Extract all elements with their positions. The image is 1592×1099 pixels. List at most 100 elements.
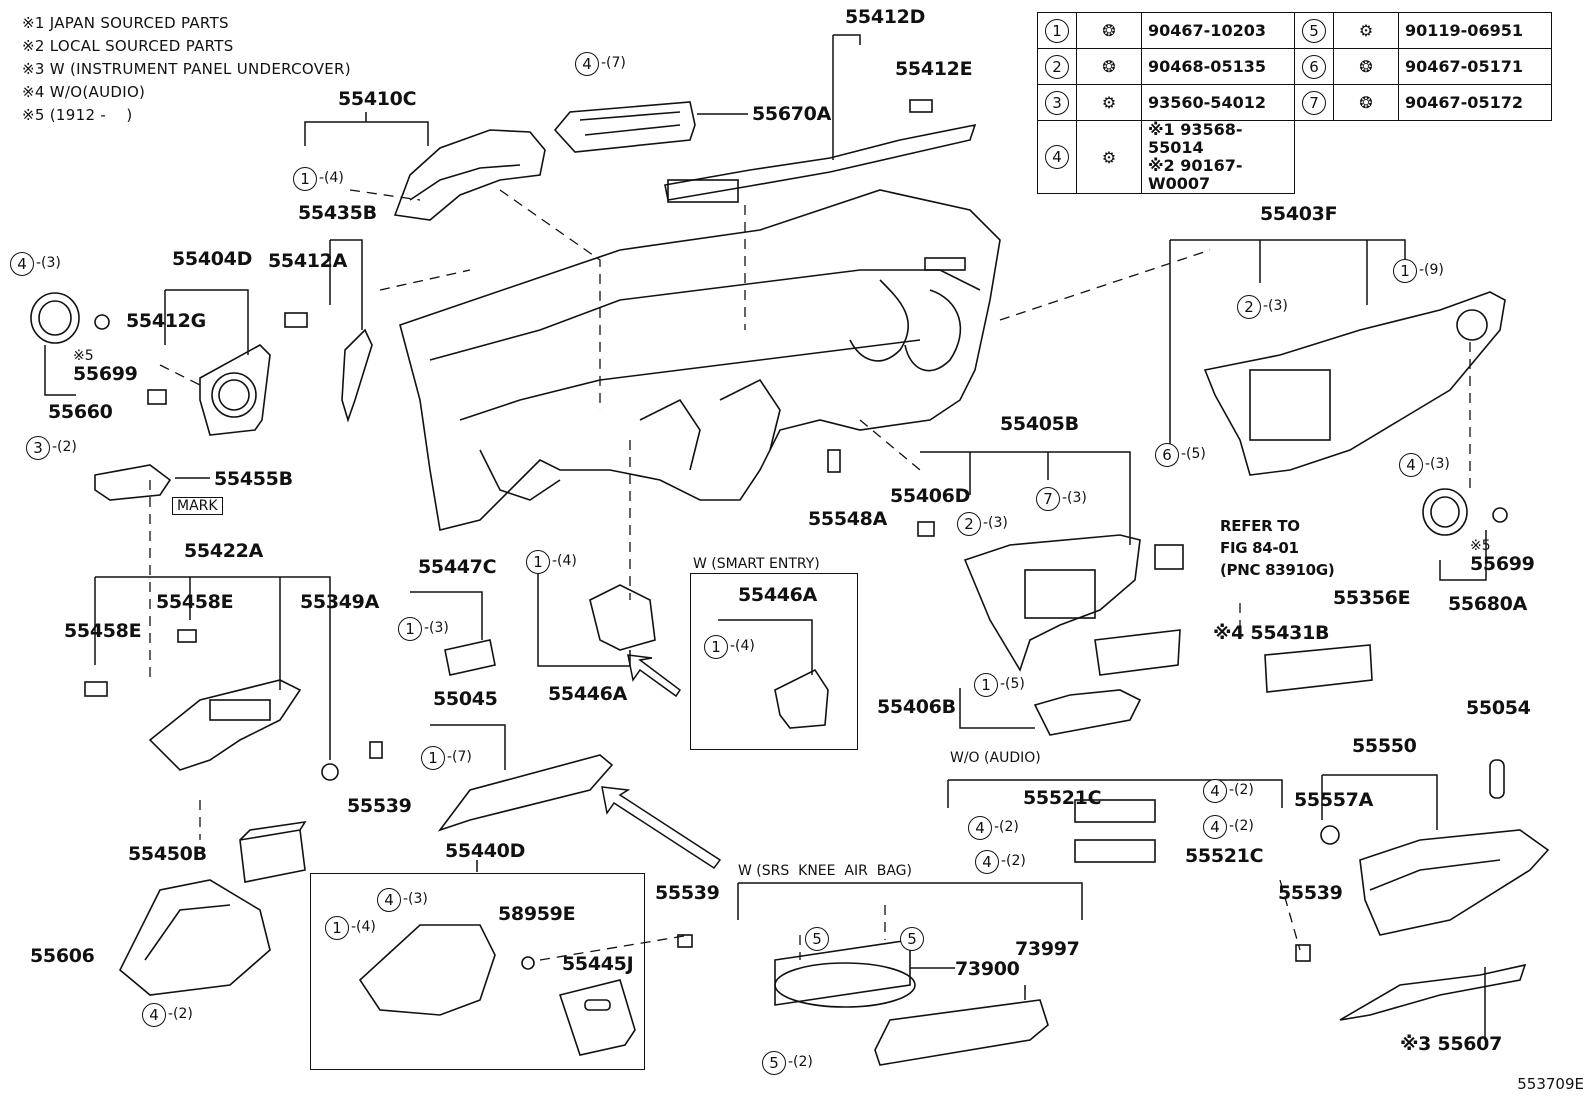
fastener-qty: -(3) — [983, 515, 1008, 531]
fastener-qty: -(2) — [994, 819, 1019, 835]
footnote-3: ※3 W (INSTRUMENT PANEL UNDERCOVER) — [22, 60, 351, 78]
part-label: 55550 — [1352, 735, 1417, 757]
callout-number: 6 — [1302, 54, 1326, 79]
part-label: 55606 — [30, 945, 95, 967]
fastener-qty: -(2) — [52, 439, 77, 455]
callout-number: 7 — [1302, 90, 1326, 115]
part-label: 58959E — [498, 903, 576, 925]
part-label: 55356E — [1333, 587, 1411, 609]
part-label: 55521C — [1185, 845, 1264, 867]
footnote-2: ※2 LOCAL SOURCED PARTS — [22, 37, 234, 55]
part-label: 55699 — [73, 363, 138, 385]
glovebox-subassembly-frame — [310, 873, 645, 1070]
fastener-callout: 1 — [704, 635, 728, 659]
part-label: 55412A — [268, 250, 348, 272]
fastener-callout: 1 — [974, 673, 998, 697]
legend-row: 2 ❂ 90468-05135 6 ❂ 90467-05171 — [1037, 48, 1552, 85]
callout-number: 3 — [1045, 90, 1069, 115]
part-label: 55404D — [172, 248, 253, 270]
clip-icon: ❂ — [1333, 84, 1399, 121]
fastener-qty: -(2) — [788, 1054, 813, 1070]
fastener-callout: 3 — [26, 436, 50, 460]
fastener-callout: 4 — [1203, 779, 1227, 803]
fastener-qty: -(2) — [1229, 818, 1254, 834]
fastener-callout: 1 — [421, 746, 445, 770]
footnote-5: ※5 (1912 - ) — [22, 106, 133, 124]
part-number: 90467-05172 — [1398, 84, 1552, 121]
fastener-qty: -(3) — [1062, 490, 1087, 506]
fastener-qty: -(5) — [1000, 676, 1025, 692]
part-label: 55349A — [300, 591, 380, 613]
variant-caption: W/O (AUDIO) — [950, 750, 1041, 766]
part-label: 55405B — [1000, 413, 1079, 435]
part-label: 55539 — [655, 882, 720, 904]
part-label: 55422A — [184, 540, 264, 562]
part-label: 55660 — [48, 401, 113, 423]
fastener-callout: 4 — [975, 850, 999, 874]
fastener-callout: 4 — [968, 816, 992, 840]
part-label: 55539 — [347, 795, 412, 817]
part-number: 90468-05135 — [1141, 48, 1295, 85]
callout-number: 5 — [1302, 18, 1326, 43]
fastener-qty: -(2) — [168, 1006, 193, 1022]
fastener-qty: -(4) — [730, 638, 755, 654]
fastener-qty: -(2) — [1001, 853, 1026, 869]
fastener-callout: 4 — [1399, 453, 1423, 477]
part-label: 55412G — [126, 310, 206, 332]
part-label: 55412D — [845, 6, 926, 28]
fastener-qty: -(5) — [1181, 446, 1206, 462]
fastener-callout: 1 — [398, 617, 422, 641]
footnote-marker: ※5 — [73, 348, 94, 364]
reference-note: REFER TO — [1220, 517, 1300, 535]
legend-row: 3 ⚙ 93560-54012 7 ❂ 90467-05172 — [1037, 84, 1552, 121]
reference-note: (PNC 83910G) — [1220, 561, 1335, 579]
fastener-qty: -(3) — [1425, 456, 1450, 472]
variant-caption: W (SRS KNEE AIR BAG) — [738, 863, 912, 879]
footnote-marker: ※5 — [1470, 538, 1491, 554]
fastener-callout: 1 — [1393, 259, 1417, 283]
part-label: 55450B — [128, 843, 207, 865]
fastener-qty: -(4) — [319, 170, 344, 186]
fastener-callout: 5 — [762, 1051, 786, 1075]
legend-row: 1 ❂ 90467-10203 5 ⚙ 90119-06951 — [1037, 12, 1552, 49]
fastener-callout: 1 — [325, 916, 349, 940]
screw-icon: ⚙ — [1076, 120, 1142, 194]
fastener-qty: -(7) — [447, 749, 472, 765]
callout-number: 4 — [1045, 145, 1069, 169]
part-label: 55458E — [64, 620, 142, 642]
fastener-callout: 4 — [377, 888, 401, 912]
part-label: 55445J — [562, 953, 634, 975]
part-label: 55412E — [895, 58, 973, 80]
part-label: 55521C — [1023, 787, 1102, 809]
fastener-callout: 2 — [957, 512, 981, 536]
part-label: 55699 — [1470, 553, 1535, 575]
legend-row: 4 ⚙ ※1 93568-55014 ※2 90167-W0007 — [1037, 120, 1552, 194]
fastener-callout: 4 — [142, 1003, 166, 1027]
variant-caption: W (SMART ENTRY) — [693, 556, 820, 572]
part-label: 73900 — [955, 958, 1020, 980]
footnote-4: ※4 W/O(AUDIO) — [22, 83, 146, 101]
part-label: 55539 — [1278, 882, 1343, 904]
fastener-legend-table: 1 ❂ 90467-10203 5 ⚙ 90119-06951 2 ❂ 9046… — [1037, 12, 1552, 194]
fastener-qty: -(4) — [351, 919, 376, 935]
part-number: ※2 90167-W0007 — [1148, 156, 1243, 193]
clip-icon: ❂ — [1333, 48, 1399, 85]
fastener-qty: -(3) — [424, 620, 449, 636]
part-label: 55403F — [1260, 203, 1338, 225]
footnote-1: ※1 JAPAN SOURCED PARTS — [22, 14, 229, 32]
part-label: 55054 — [1466, 697, 1531, 719]
fastener-callout: 2 — [1237, 295, 1261, 319]
part-number: 90467-05171 — [1398, 48, 1552, 85]
fastener-qty: -(7) — [601, 55, 626, 71]
screw-icon: ⚙ — [1333, 12, 1399, 49]
part-label: 55670A — [752, 103, 832, 125]
fastener-callout: 5 — [805, 927, 829, 951]
part-number: 90467-10203 — [1141, 12, 1295, 49]
part-label: 55455B — [214, 468, 293, 490]
fastener-callout: 6 — [1155, 443, 1179, 467]
part-number: 90119-06951 — [1398, 12, 1552, 49]
illustration-number: 553709E — [1517, 1075, 1584, 1093]
part-label: 55406B — [877, 696, 956, 718]
fastener-callout: 4 — [10, 252, 34, 276]
